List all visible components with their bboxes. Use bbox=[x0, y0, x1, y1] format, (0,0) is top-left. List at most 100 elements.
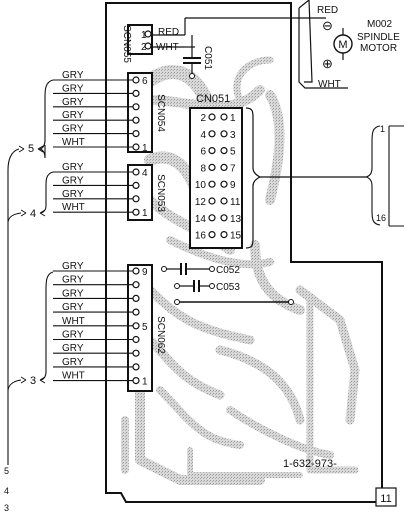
scn062-pin-1 bbox=[132, 267, 140, 275]
cn051-pin-13 bbox=[220, 214, 228, 222]
cn051-left-pin-number: 10 bbox=[195, 180, 207, 191]
motor-wht-label: WHT bbox=[318, 79, 341, 90]
cn051-pin-12 bbox=[208, 197, 216, 205]
motor-symbol-letter: M bbox=[338, 39, 347, 51]
scn055-pin-1 bbox=[144, 30, 152, 38]
scn054-pin-number: 1 bbox=[142, 143, 148, 154]
scn054-pin-5 bbox=[132, 130, 140, 138]
group-5-bracket bbox=[38, 79, 54, 159]
scn054-wire-color-label: GRY bbox=[62, 124, 84, 135]
cn051-left-pin-number: 16 bbox=[195, 231, 207, 242]
scn054-pin-4 bbox=[132, 116, 140, 124]
scn062-wire-color-label: GRY bbox=[62, 261, 84, 272]
scn053-wire-color-label: GRY bbox=[62, 189, 84, 200]
scn053-pin-number: 4 bbox=[142, 168, 148, 179]
scn054-pin-6 bbox=[132, 143, 140, 151]
group-5-arrow bbox=[18, 145, 44, 153]
scn062-wire-color-label: GRY bbox=[62, 302, 84, 313]
scn053-pin-2 bbox=[132, 181, 140, 189]
right-connector-outline bbox=[388, 125, 404, 227]
scn053-pin-number: 1 bbox=[142, 208, 148, 219]
scn062-wire-color-label: GRY bbox=[62, 343, 84, 354]
group-5-label: 5 bbox=[28, 143, 34, 155]
cn051-connector-body bbox=[189, 107, 243, 249]
scn054-label: SCN054 bbox=[155, 94, 166, 132]
scn054-wire-color-label: GRY bbox=[62, 97, 84, 108]
scn062-pin-6 bbox=[132, 335, 140, 344]
scn053-wire-color-label: WHT bbox=[62, 202, 85, 213]
motor-name-line2: MOTOR bbox=[360, 43, 397, 54]
scn053-pin-3 bbox=[132, 195, 140, 203]
scn062-pin-2 bbox=[132, 281, 140, 289]
jumper-pad-right bbox=[288, 299, 294, 305]
cn051-right-pin-number: 7 bbox=[230, 163, 236, 174]
cn051-pin-10 bbox=[208, 180, 216, 188]
c053-label: C053 bbox=[216, 282, 240, 293]
cn051-pin-7 bbox=[220, 163, 228, 171]
scn054-wire-color-label: GRY bbox=[62, 83, 84, 94]
scn055-label: SCN055 bbox=[121, 25, 132, 63]
c052-label: C052 bbox=[216, 265, 240, 276]
cn051-pin-2 bbox=[208, 113, 216, 121]
motor-name-line1: SPINDLE bbox=[357, 32, 400, 43]
edge-number-3: 3 bbox=[4, 503, 9, 513]
group-3-bracket bbox=[40, 271, 54, 381]
cn051-right-pin-number: 15 bbox=[230, 231, 242, 242]
cn051-left-pin-number: 12 bbox=[195, 197, 207, 208]
scn062-wire-color-label: WHT bbox=[62, 371, 85, 382]
harness-trunk bbox=[7, 148, 20, 465]
motor-minus-icon: ⊖ bbox=[322, 18, 333, 33]
right-harness-bracket bbox=[365, 125, 381, 226]
wire-harness: GRY GRY GRY GRY GRY WHT GRY GRY GRY WHT GRY GRY GRY G… bbox=[53, 70, 133, 382]
cn051-left-pin-number: 4 bbox=[200, 130, 206, 141]
scn053-wire-color-label: GRY bbox=[62, 175, 84, 186]
scn054-wire-color-label: GRY bbox=[62, 110, 84, 121]
scn053-wire-color-label: GRY bbox=[62, 162, 84, 173]
motor-outline bbox=[298, 0, 313, 83]
scn062-pin-4 bbox=[132, 308, 140, 316]
scn054-pin-number: 6 bbox=[142, 76, 148, 87]
motor-ref-label: M002 bbox=[367, 19, 392, 30]
scn062-pin-7 bbox=[132, 349, 140, 357]
right-bracket-bottom-label: 16 bbox=[376, 213, 386, 223]
motor-red-label: RED bbox=[317, 5, 338, 16]
cn051-pin-6 bbox=[208, 147, 216, 155]
cn051-right-pin-number: 1 bbox=[230, 113, 236, 124]
scn054-pin-2 bbox=[132, 89, 140, 98]
scn062-wire-color-label: GRY bbox=[62, 357, 84, 368]
scn054-connector-body bbox=[127, 72, 153, 153]
scn062-pin-3 bbox=[132, 294, 140, 302]
cn051-pin-16 bbox=[208, 231, 216, 239]
motor-plus-icon: ⊕ bbox=[322, 56, 333, 71]
scn062-wire-color-label: WHT bbox=[62, 316, 85, 327]
scn054-pin-1 bbox=[132, 76, 140, 84]
edge-number-4: 4 bbox=[4, 486, 9, 496]
cn051-pin-5 bbox=[220, 147, 228, 155]
scn062-label: SCN062 bbox=[155, 316, 166, 354]
harness-trunk-branch-3 bbox=[7, 379, 22, 391]
cn051-right-pin-number: 13 bbox=[230, 214, 242, 225]
c053-pad-right bbox=[209, 283, 215, 289]
c051-pad bbox=[189, 73, 195, 79]
cn051-pin-4 bbox=[208, 130, 216, 138]
cn051-left-pin-number: 8 bbox=[200, 163, 206, 174]
scn053-label: SCN053 bbox=[155, 174, 166, 212]
scn062-connector-body bbox=[127, 264, 153, 392]
cn051-pin-14 bbox=[208, 214, 216, 222]
scn062-pin-5 bbox=[132, 322, 140, 330]
page-number-box bbox=[375, 487, 397, 507]
group-4-arrow bbox=[20, 209, 46, 217]
cn051-right-pin-number: 3 bbox=[230, 130, 236, 141]
scn053-pin-4 bbox=[132, 208, 140, 216]
group-4-bracket bbox=[40, 171, 54, 214]
scn055-wire-red-label: RED bbox=[158, 27, 179, 38]
scn062-wire-color-label: GRY bbox=[62, 330, 84, 341]
scn055-pin-number: 1 bbox=[141, 30, 147, 41]
c052-pad-left bbox=[161, 266, 167, 272]
scn062-pin-number: 9 bbox=[142, 267, 148, 278]
group-3-arrow bbox=[20, 376, 46, 384]
cn051-pin-8 bbox=[208, 163, 216, 171]
scn054-wire-color-label: WHT bbox=[62, 137, 85, 148]
scn053-pin-1 bbox=[132, 168, 140, 176]
